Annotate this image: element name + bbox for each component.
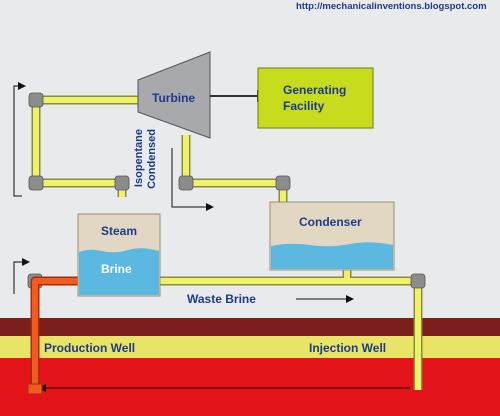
production-well-bottom <box>27 383 43 395</box>
isopentane-label: Isopentane <box>133 129 145 188</box>
elbow-condenser-in <box>275 175 291 191</box>
source-url[interactable]: http://mechanicalinventions.blogspot.com <box>296 1 487 12</box>
waste-brine-label: Waste Brine <box>187 292 256 306</box>
arrow-turbine-exhaust <box>171 148 214 211</box>
turbine-label: Turbine <box>152 91 196 105</box>
generating-facility <box>257 67 374 129</box>
condensed-label: Condensed <box>146 129 158 189</box>
generating-facility-label-line2: Facility <box>283 99 325 113</box>
brine-label: Brine <box>101 262 132 276</box>
flow-arrows <box>13 82 410 392</box>
production-well-label: Production Well <box>44 341 136 355</box>
ground-yellow-band <box>0 336 500 358</box>
separator-brine-level <box>79 248 159 295</box>
injection-well-label: Injection Well <box>309 341 387 355</box>
ground-hot-zone <box>0 358 500 416</box>
elbow-left-top <box>28 92 44 108</box>
arrow-production-riser <box>13 258 30 294</box>
condenser-water-level <box>271 242 393 269</box>
elbow-injection-top <box>410 273 426 289</box>
ground-surface <box>0 318 500 336</box>
generating-facility-label-line1: Generating <box>283 83 347 97</box>
elbow-left-bottom <box>28 175 44 191</box>
elbow-steam-top <box>114 175 130 191</box>
condenser-label: Condenser <box>299 215 362 229</box>
turbine <box>137 51 211 139</box>
production-well-pipe <box>30 276 78 390</box>
elbow-turbine-out <box>178 175 194 191</box>
steam-label: Steam <box>101 224 138 238</box>
arrow-up-left-loop <box>13 82 26 197</box>
